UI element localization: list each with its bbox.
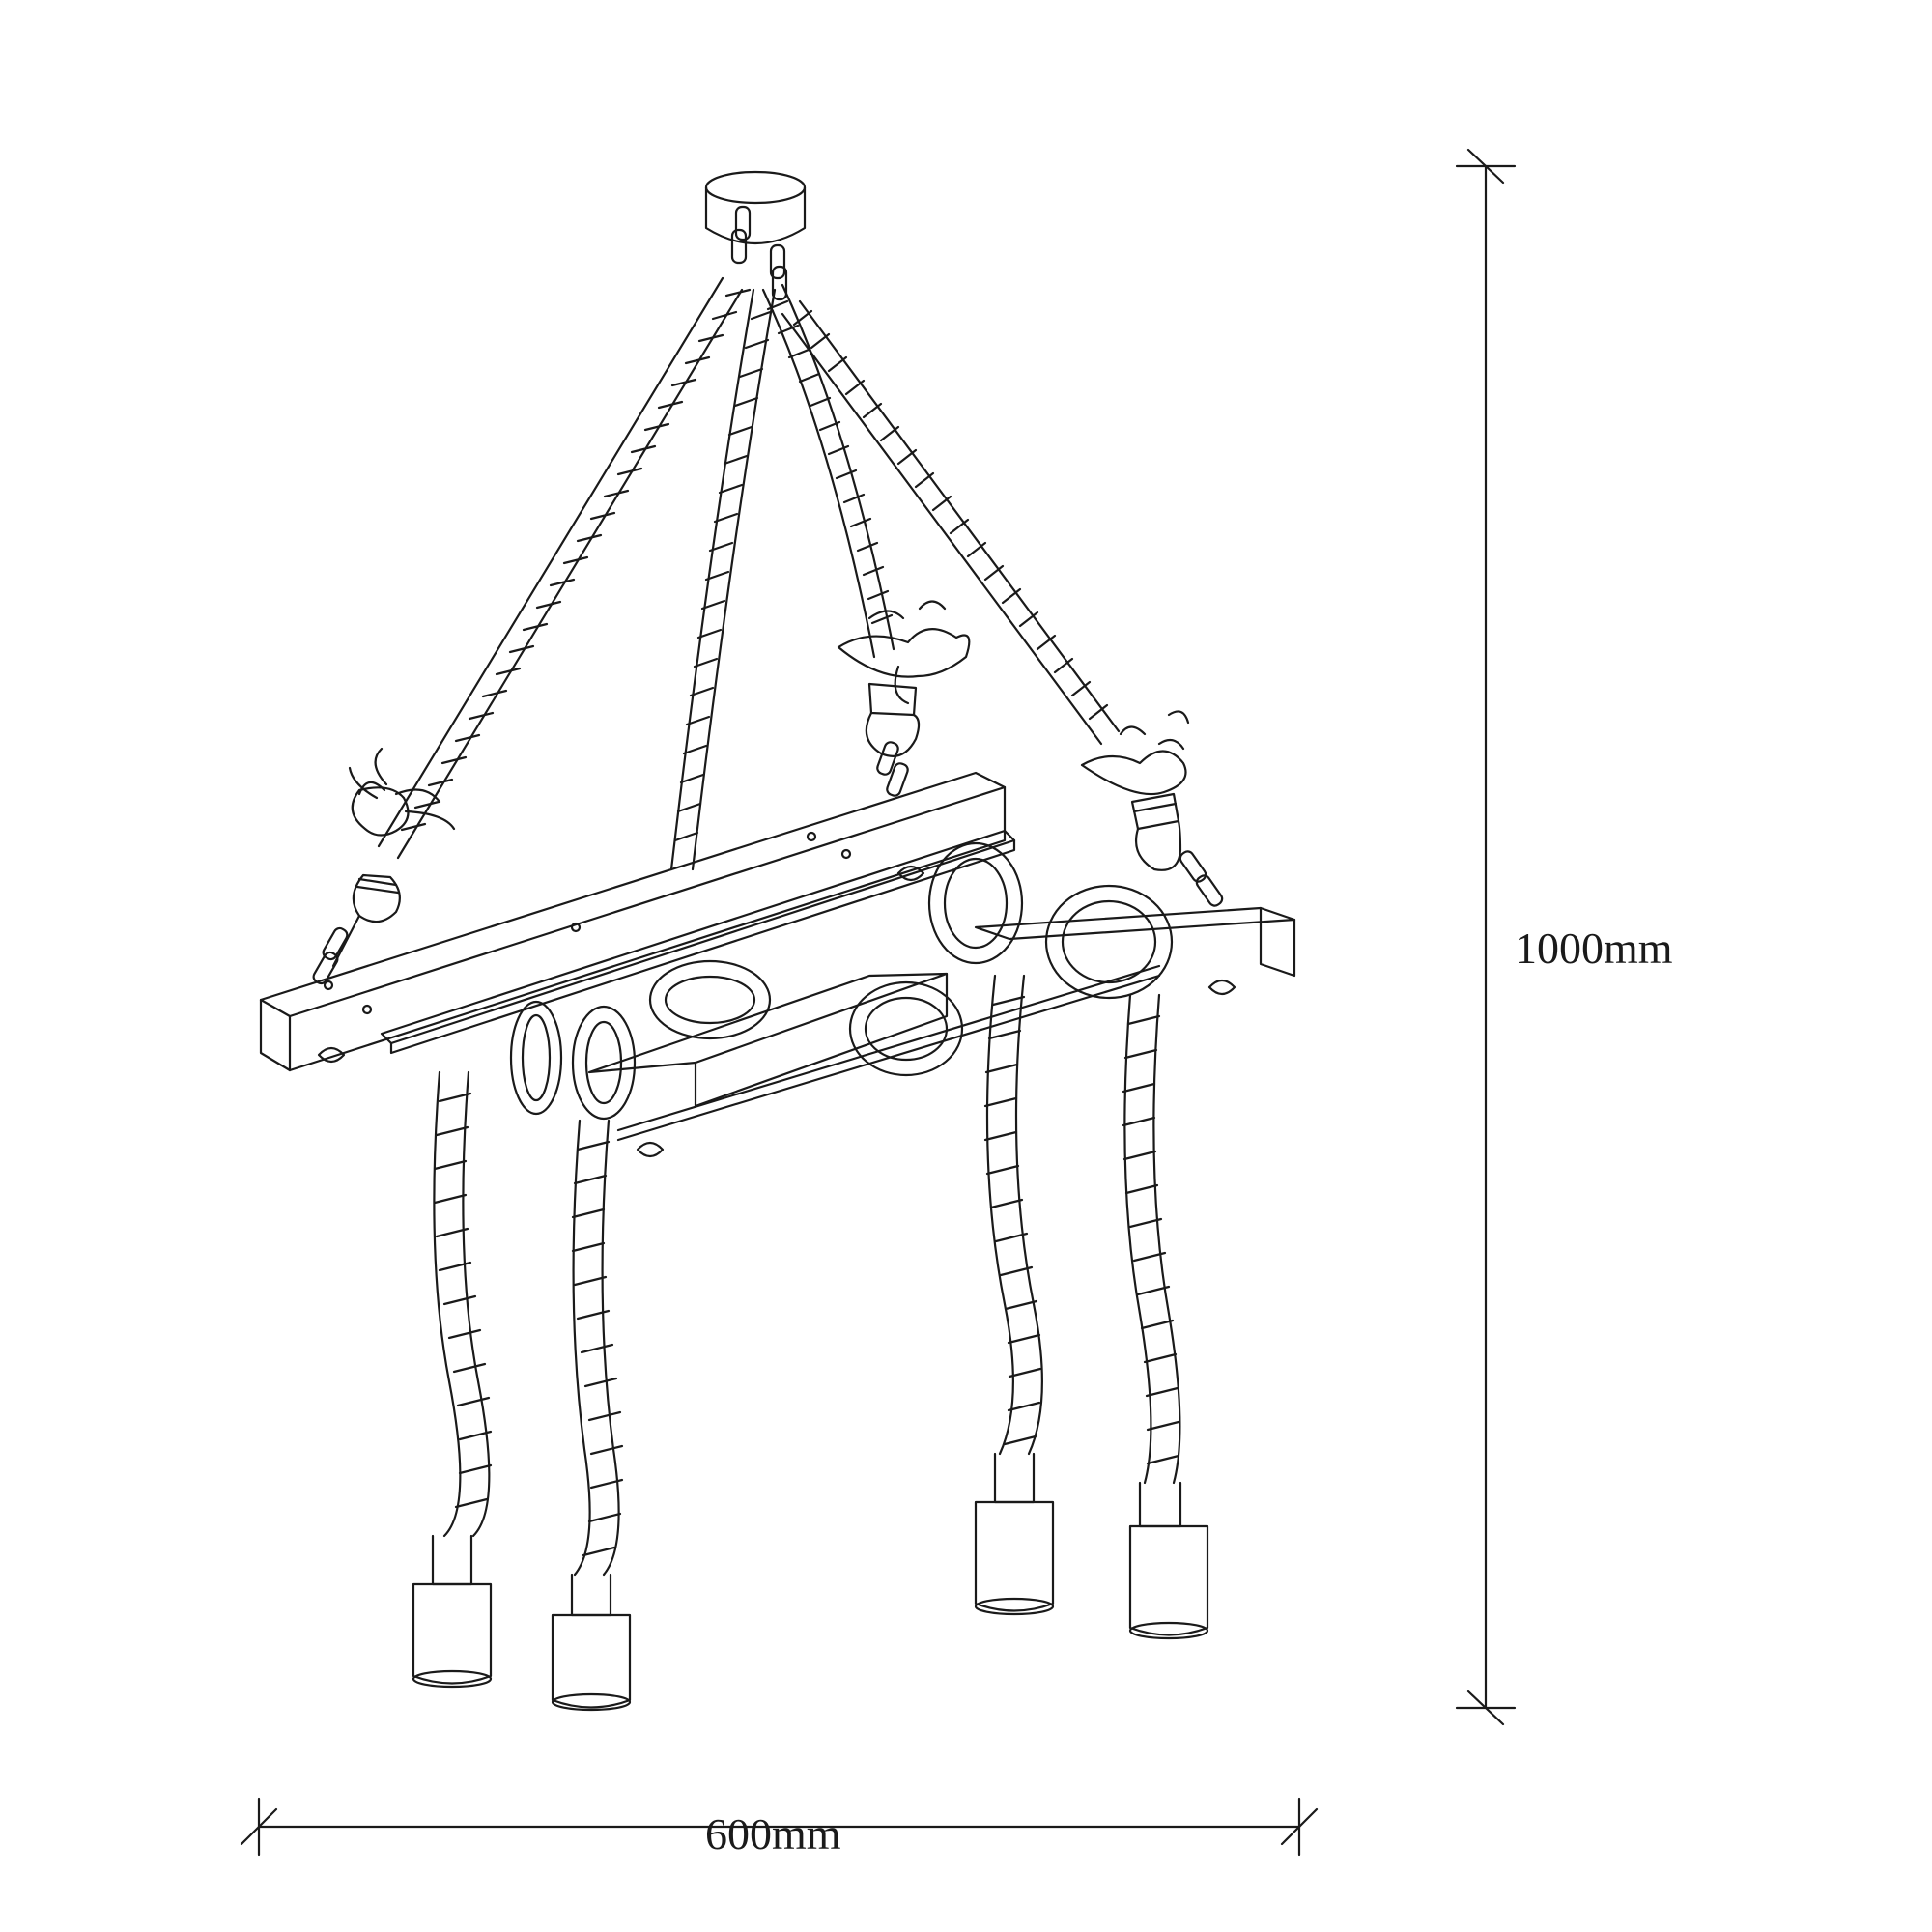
wooden-beam-lower <box>587 964 1161 1158</box>
width-dimension-line <box>240 1797 1319 1857</box>
width-dimension-label: 600mm <box>705 1809 841 1859</box>
pendant-rope-2 <box>571 1119 624 1577</box>
wooden-beam-front <box>259 771 1007 1072</box>
height-dimension-label: 1000mm <box>1515 923 1673 973</box>
pendant-rope-1 <box>433 1070 493 1538</box>
suspension-rope-right <box>781 299 1121 746</box>
pendant-rope-4 <box>1122 993 1181 1485</box>
lamp-socket-1 <box>412 1534 493 1689</box>
lamp-socket-4 <box>1128 1481 1209 1640</box>
lamp-socket-2 <box>551 1573 632 1712</box>
rope-tassel-center <box>837 600 971 797</box>
rope-tassel-right <box>1080 710 1224 907</box>
wooden-beam-back <box>380 829 1016 1055</box>
hanging-chain <box>730 205 788 301</box>
suspension-rope-left <box>377 276 752 860</box>
pendant-rope-3 <box>983 974 1043 1456</box>
height-dimension-line <box>1455 148 1517 1726</box>
suspension-rope-diagonal <box>761 283 895 659</box>
suspension-rope-center <box>669 288 777 871</box>
ceiling-canopy <box>704 170 807 244</box>
rope-loops <box>509 841 1174 1121</box>
lamp-socket-3 <box>974 1452 1055 1616</box>
